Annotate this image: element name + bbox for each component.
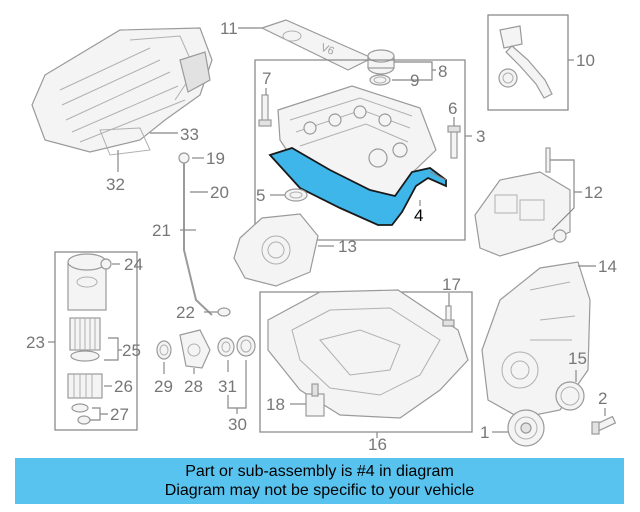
callout-6: 6 xyxy=(448,99,457,118)
callout-17: 17 xyxy=(442,275,461,294)
callout-8: 8 xyxy=(438,62,447,81)
oil-filter-box xyxy=(54,251,138,431)
callout-3: 3 xyxy=(476,127,485,146)
oil-filler-cap xyxy=(367,49,395,75)
callout-29: 29 xyxy=(154,377,173,396)
leader-30-31 xyxy=(227,360,247,414)
leader-4-tab xyxy=(429,171,447,181)
callout-7: 7 xyxy=(262,69,271,88)
callout-10: 10 xyxy=(576,51,595,70)
caption-line-1: Part or sub-assembly is #4 in diagram xyxy=(185,463,454,480)
callout-24: 24 xyxy=(124,255,143,274)
oil-filter-housing xyxy=(67,253,107,311)
callout-23: 23 xyxy=(26,333,45,352)
crankshaft-pulley xyxy=(507,409,545,447)
callout-28: 28 xyxy=(184,377,203,396)
pulley-bolt xyxy=(591,415,617,435)
intake-manifold xyxy=(31,27,213,156)
filter-cap-seal xyxy=(100,258,112,270)
cover-emblem: V6 xyxy=(319,42,336,58)
callout-19: 19 xyxy=(206,149,225,168)
callout-18: 18 xyxy=(266,395,285,414)
callout-13: 13 xyxy=(338,237,357,256)
front-crank-seal xyxy=(555,381,585,411)
callout-2: 2 xyxy=(598,389,607,408)
leader-27 xyxy=(90,407,108,421)
callout-27: 27 xyxy=(110,405,129,424)
callout-11: 11 xyxy=(220,19,238,38)
spark-plug-seal xyxy=(284,188,308,202)
oil-pan-bolt xyxy=(442,305,455,327)
seal-ring xyxy=(156,340,172,360)
breather-hose xyxy=(498,25,553,99)
valve-cover-bolt xyxy=(447,125,461,159)
cover-stud xyxy=(258,94,272,127)
callout-20: 20 xyxy=(210,183,229,202)
oil-cooler-seals xyxy=(217,335,256,357)
valve-cover-gasket xyxy=(268,147,447,226)
engine-cover: V6 xyxy=(260,19,374,71)
callout-25: 25 xyxy=(122,341,141,360)
breather-box xyxy=(487,14,569,111)
callout-26: 26 xyxy=(114,377,133,396)
parts-diagram: V6 xyxy=(26,14,617,454)
oil-filter-element xyxy=(69,317,101,362)
valve-cover-box xyxy=(254,59,466,241)
callout-31: 31 xyxy=(218,377,237,396)
oil-filter-cap xyxy=(67,373,103,399)
callout-22: 22 xyxy=(176,303,195,322)
dipstick xyxy=(178,152,213,316)
oil-level-sensor xyxy=(305,383,325,417)
callout-14: 14 xyxy=(598,257,617,276)
callout-30: 30 xyxy=(228,415,247,434)
callout-9: 9 xyxy=(410,71,419,90)
leader-12 xyxy=(550,159,582,231)
callout-5: 5 xyxy=(256,186,265,205)
filter-drain-parts xyxy=(71,403,91,425)
caption-banner: Part or sub-assembly is #4 in diagram Di… xyxy=(15,458,624,504)
callout-15: 15 xyxy=(568,349,587,368)
callout-16: 16 xyxy=(368,435,387,454)
oil-pan xyxy=(267,289,469,419)
caption-line-2: Diagram may not be specific to your vehi… xyxy=(164,482,475,499)
timing-cover xyxy=(474,147,571,257)
callout-12: 12 xyxy=(584,183,603,202)
callout-33: 33 xyxy=(180,125,199,144)
callout-1: 1 xyxy=(480,423,489,442)
filler-cap-seal xyxy=(369,74,391,86)
oil-pressure-switch xyxy=(179,329,211,369)
callout-21: 21 xyxy=(152,221,171,240)
dipstick-tube-seal xyxy=(217,307,231,317)
leader-25 xyxy=(104,337,122,361)
leader-8-9 xyxy=(392,61,436,81)
rear-seal-housing xyxy=(233,213,319,287)
callout-32: 32 xyxy=(106,175,125,194)
callout-4: 4 xyxy=(414,206,423,225)
